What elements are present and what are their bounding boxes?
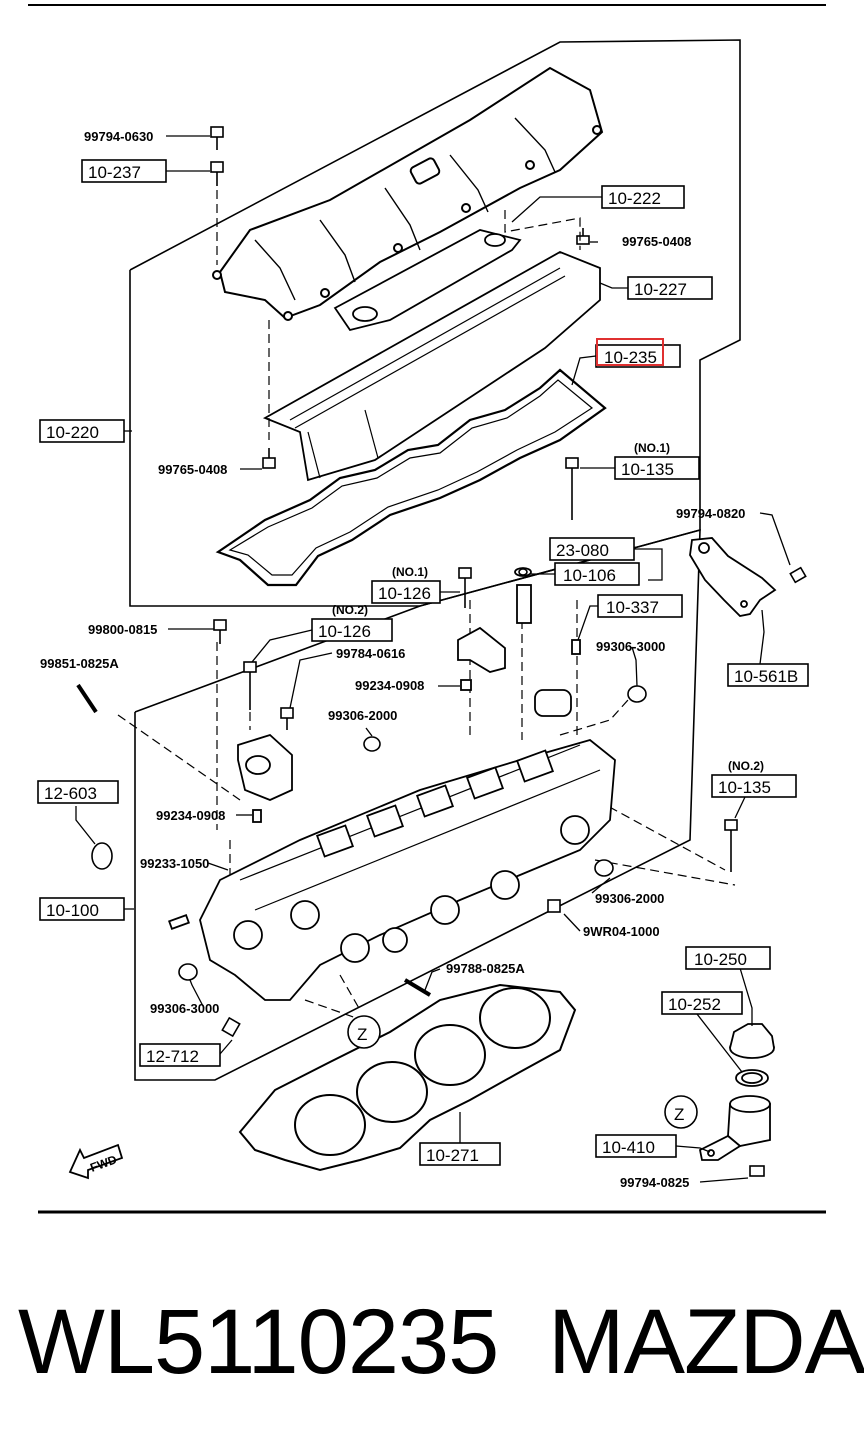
label-10-561b: 10-561B — [734, 667, 798, 686]
label-10-135-no1: 10-135 — [621, 460, 674, 479]
head-assembly-frame — [134, 528, 701, 1081]
label-23-080: 23-080 — [556, 541, 609, 560]
plugs — [91, 568, 647, 981]
leader-lines — [75, 135, 791, 1183]
partno-99306-3000-bottom: 99306-3000 — [150, 1001, 219, 1016]
partno-99784-0616: 99784-0616 — [336, 646, 405, 661]
z-marker-head: Z — [357, 1025, 367, 1044]
partno-99233-1050: 99233-1050 — [140, 856, 209, 871]
cylinder-head-cover — [212, 66, 604, 321]
label-10-106: 10-106 — [563, 566, 616, 585]
label-10-100: 10-100 — [46, 901, 99, 920]
camshaft-caps — [168, 567, 581, 930]
label-10-126-no1: 10-126 — [378, 584, 431, 603]
note-no1-cap: (NO.1) — [392, 565, 428, 579]
z-markers: Z Z — [347, 1015, 698, 1129]
partno-99800-0815: 99800-0815 — [88, 622, 157, 637]
label-10-222: 10-222 — [608, 189, 661, 208]
partno-99788-0825a: 99788-0825A — [446, 961, 525, 976]
oil-filler-parts — [698, 1023, 775, 1161]
partno-99234-0908-bottom: 99234-0908 — [156, 808, 225, 823]
bracket — [689, 537, 777, 617]
head-bolts — [76, 457, 807, 1177]
cover-assembly-frame — [129, 39, 741, 607]
label-10-220: 10-220 — [46, 423, 99, 442]
boxed-labels — [37, 159, 809, 1166]
note-no1-bolt: (NO.1) — [634, 441, 670, 455]
partno-99234-0908-top: 99234-0908 — [355, 678, 424, 693]
partno-99306-2000-top: 99306-2000 — [328, 708, 397, 723]
partno-99306-2000-bottom: 99306-2000 — [595, 891, 664, 906]
partno-99765-0408-bottom: 99765-0408 — [158, 462, 227, 477]
label-10-250: 10-250 — [694, 950, 747, 969]
label-10-126-no2: 10-126 — [318, 622, 371, 641]
label-10-410: 10-410 — [602, 1138, 655, 1157]
label-10-337: 10-337 — [606, 598, 659, 617]
label-10-235: 10-235 — [604, 348, 657, 367]
label-10-135-no2: 10-135 — [718, 778, 771, 797]
baffle-plate — [333, 229, 522, 332]
partno-99765-0408-top: 99765-0408 — [622, 234, 691, 249]
partno-99794-0630: 99794-0630 — [84, 129, 153, 144]
label-12-603: 12-603 — [44, 784, 97, 803]
selected-part-highlight — [596, 338, 664, 366]
brand-name: MAZDA — [548, 1291, 864, 1393]
forward-arrow: FWD — [68, 1143, 124, 1180]
label-10-237: 10-237 — [88, 163, 141, 182]
label-10-227: 10-227 — [634, 280, 687, 299]
oil-separator-plate — [262, 251, 601, 482]
partno-99794-0825: 99794-0825 — [620, 1175, 689, 1190]
note-no2-cap: (NO.2) — [332, 603, 368, 617]
head-gasket — [238, 983, 577, 1172]
partno-99794-0820: 99794-0820 — [676, 506, 745, 521]
head-cover-gasket — [215, 368, 607, 587]
partno-9wr04-1000: 9WR04-1000 — [583, 924, 660, 939]
label-10-271: 10-271 — [426, 1146, 479, 1165]
z-marker-filler: Z — [674, 1105, 684, 1124]
label-12-712: 12-712 — [146, 1047, 199, 1066]
partno-99851-0825a: 99851-0825A — [40, 656, 119, 671]
partno-99306-3000-top: 99306-3000 — [596, 639, 665, 654]
cylinder-head — [199, 689, 616, 1001]
cover-bolts — [210, 126, 590, 469]
part-code: WL5110235 — [18, 1291, 499, 1393]
note-no2-bolt: (NO.2) — [728, 759, 764, 773]
label-10-252: 10-252 — [668, 995, 721, 1014]
